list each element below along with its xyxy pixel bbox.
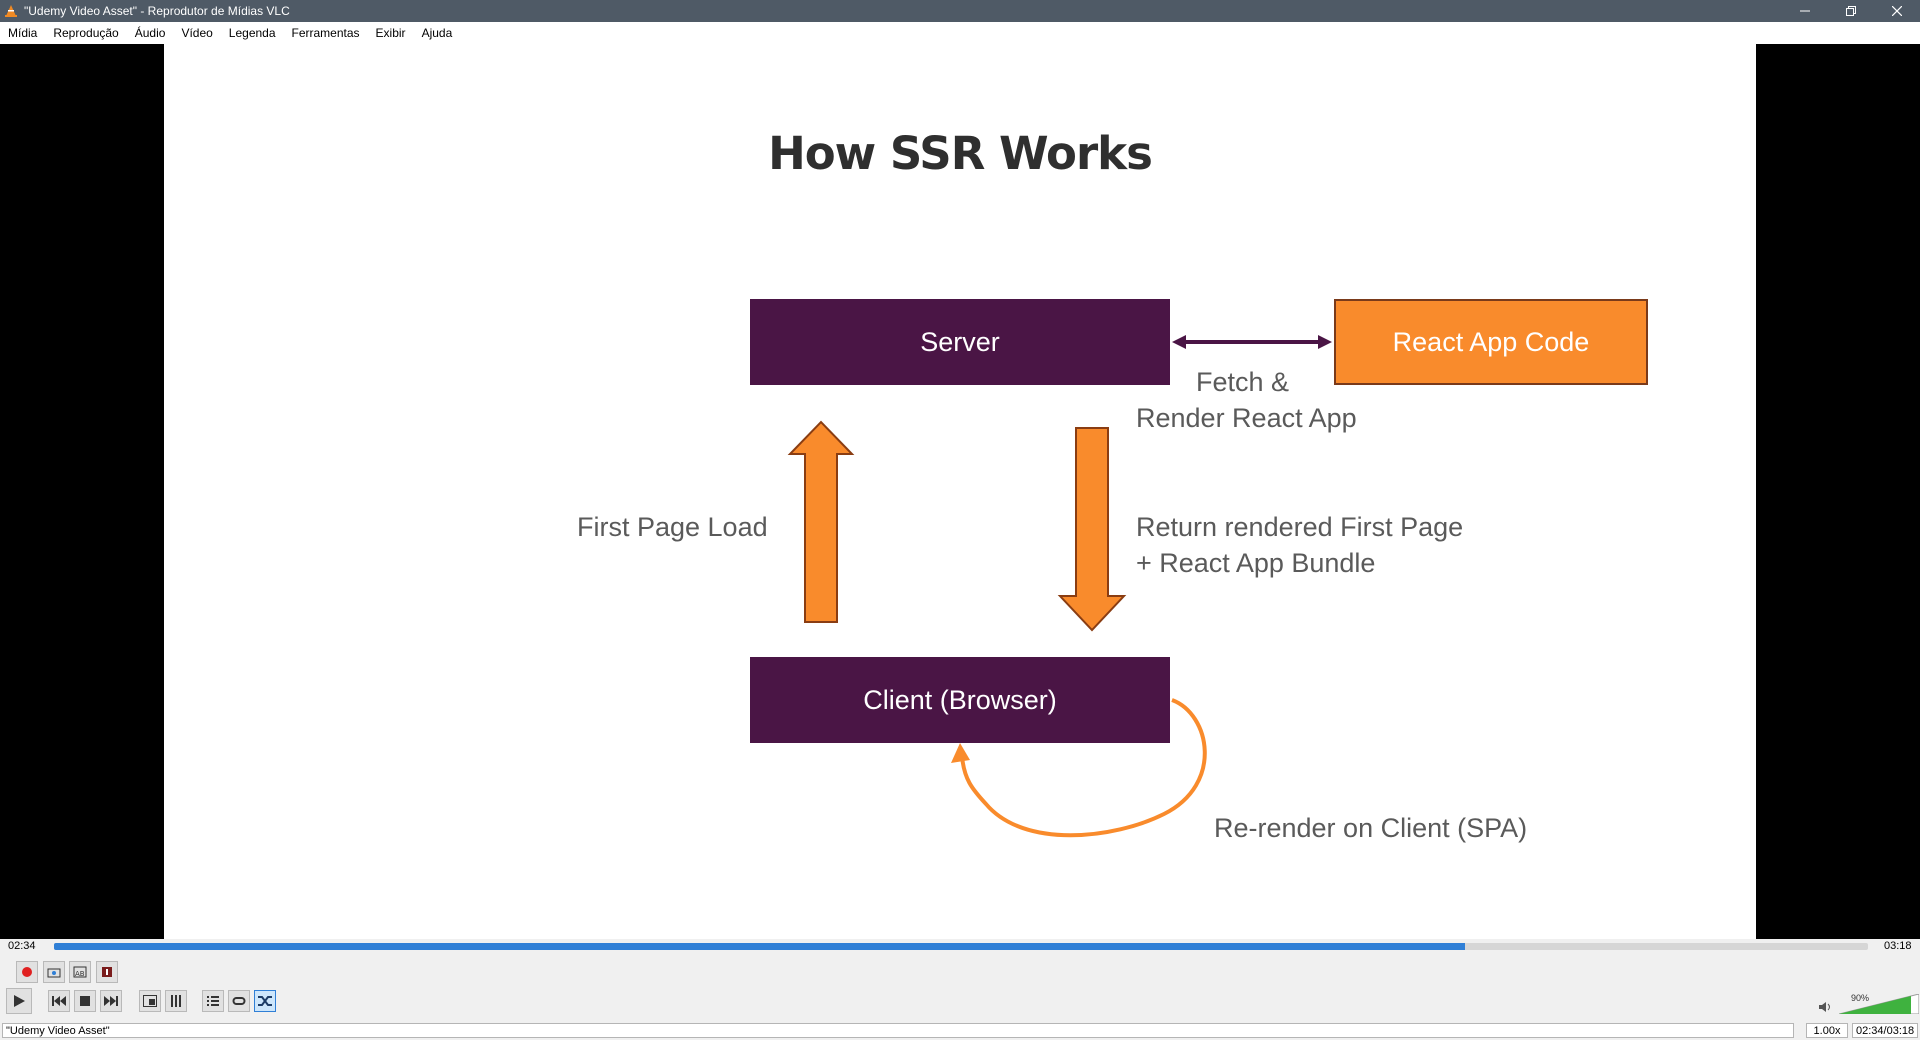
first-page-load-label: First Page Load	[577, 512, 768, 542]
fetch-label-line1: Fetch &	[1196, 367, 1290, 397]
restore-button[interactable]	[1828, 0, 1874, 22]
restore-icon	[1846, 6, 1856, 16]
camera-icon	[47, 968, 61, 978]
snapshot-button[interactable]	[43, 961, 65, 983]
record-icon	[22, 967, 32, 977]
total-time: 03:18	[1884, 940, 1912, 952]
status-media-title: "Udemy Video Asset"	[2, 1023, 1794, 1038]
return-label-line2: + React App Bundle	[1136, 548, 1376, 578]
diagram-arrows	[787, 335, 1332, 838]
close-button[interactable]	[1874, 0, 1920, 22]
minimize-icon	[1800, 10, 1810, 12]
previous-icon	[52, 996, 66, 1006]
rerender-label: Re-render on Client (SPA)	[1214, 813, 1528, 843]
menu-midia[interactable]: Mídia	[8, 26, 38, 40]
arrow-head-right	[1318, 335, 1332, 349]
slide-frame: How SSR Works Server React App Code Clie…	[164, 44, 1756, 939]
loop-ab-button[interactable]: AB	[69, 961, 91, 983]
frame-step-icon	[102, 967, 112, 977]
record-button[interactable]	[16, 961, 38, 983]
server-box: Server	[750, 299, 1170, 385]
menu-ferramentas[interactable]: Ferramentas	[291, 26, 360, 40]
stop-icon	[80, 996, 90, 1006]
playlist-icon	[207, 996, 219, 1006]
loop-ab-icon: AB	[73, 966, 87, 978]
menu-legenda[interactable]: Legenda	[228, 26, 276, 40]
elapsed-time: 02:34	[8, 940, 36, 952]
seek-bar-fill	[54, 943, 1466, 950]
video-area[interactable]: How SSR Works Server React App Code Clie…	[0, 44, 1920, 939]
window-title: "Udemy Video Asset" - Reprodutor de Mídi…	[24, 4, 290, 18]
status-bar: "Udemy Video Asset" 1.00x 02:34/03:18	[0, 1021, 1920, 1040]
next-icon	[104, 996, 118, 1006]
volume-slider[interactable]	[1839, 994, 1919, 1014]
return-label-line1: Return rendered First Page	[1136, 512, 1464, 542]
menu-bar: Mídia Reprodução Áudio Vídeo Legenda Fer…	[0, 22, 1920, 45]
fetch-label-line2: Render React App	[1136, 403, 1357, 433]
volume-label: 90%	[1851, 993, 1870, 1003]
previous-button[interactable]	[48, 990, 70, 1012]
up-arrow	[787, 420, 855, 623]
frame-by-frame-button[interactable]	[96, 961, 118, 983]
loop-button[interactable]	[228, 990, 250, 1012]
play-button[interactable]	[6, 988, 32, 1014]
menu-reproducao[interactable]: Reprodução	[53, 26, 119, 40]
playback-speed[interactable]: 1.00x	[1806, 1023, 1848, 1038]
client-box: Client (Browser)	[750, 657, 1170, 743]
volume-fill	[1839, 996, 1911, 1014]
loop-icon	[232, 997, 246, 1005]
minimize-button[interactable]	[1782, 0, 1828, 22]
arrow-head-left	[1172, 335, 1186, 349]
play-icon	[14, 995, 25, 1007]
next-button[interactable]	[100, 990, 122, 1012]
menu-ajuda[interactable]: Ajuda	[421, 26, 453, 40]
menu-exibir[interactable]: Exibir	[375, 26, 406, 40]
seek-bar[interactable]	[54, 943, 1868, 950]
server-label: Server	[920, 326, 1000, 357]
slide-title: How SSR Works	[768, 127, 1153, 180]
extended-settings-button[interactable]	[165, 990, 187, 1012]
equalizer-icon	[171, 995, 181, 1007]
rerender-arrow-head	[951, 743, 970, 763]
time-readout[interactable]: 02:34/03:18	[1852, 1023, 1918, 1038]
menu-video[interactable]: Vídeo	[181, 26, 213, 40]
svg-text:AB: AB	[75, 970, 85, 978]
shuffle-button[interactable]	[254, 990, 276, 1012]
fullscreen-icon	[143, 995, 157, 1007]
vlc-cone-icon	[5, 5, 17, 17]
down-arrow	[1057, 427, 1127, 632]
menu-audio[interactable]: Áudio	[134, 26, 166, 40]
stop-button[interactable]	[74, 990, 96, 1012]
title-bar: "Udemy Video Asset" - Reprodutor de Mídi…	[0, 0, 1920, 22]
client-label: Client (Browser)	[863, 684, 1057, 715]
playlist-button[interactable]	[202, 990, 224, 1012]
shuffle-icon	[258, 996, 272, 1006]
fullscreen-button[interactable]	[139, 990, 161, 1012]
rerender-curve	[960, 698, 1207, 838]
close-icon	[1892, 6, 1902, 16]
react-app-code-label: React App Code	[1392, 326, 1590, 357]
speaker-icon[interactable]	[1818, 1001, 1832, 1013]
react-app-code-box: React App Code	[1334, 299, 1648, 385]
